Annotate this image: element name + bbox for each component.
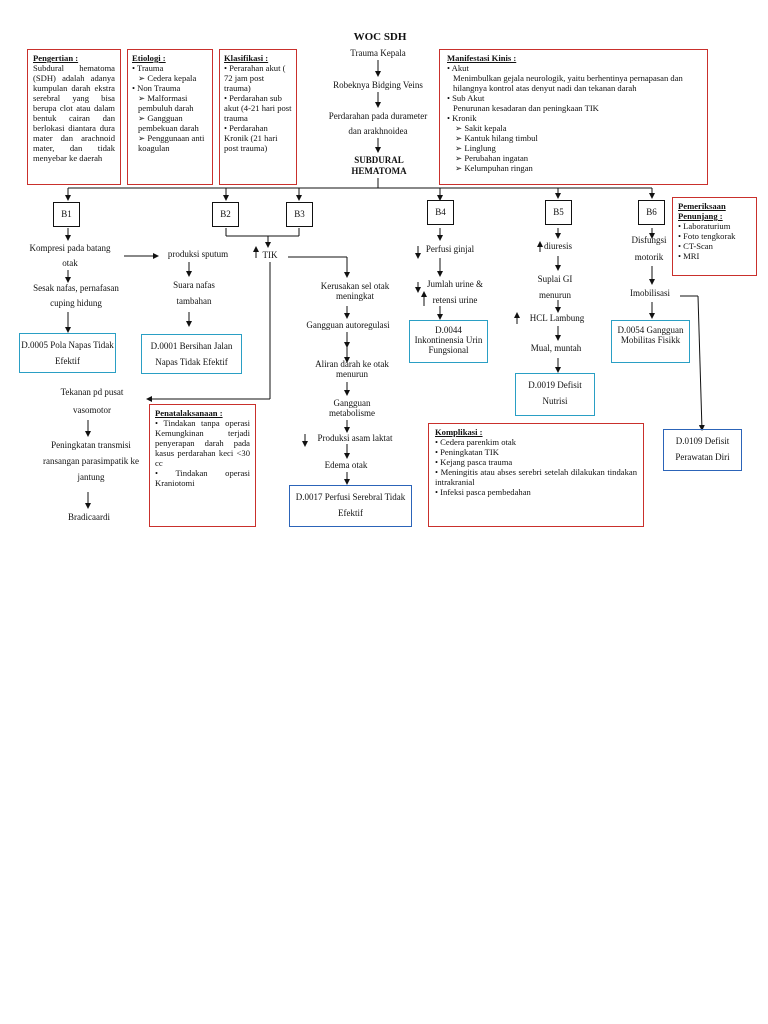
etiologi-item: ➢ Gangguan pembekuan darah	[138, 113, 199, 133]
manifestasi-item: • Sub Akut	[447, 93, 485, 103]
bradicaardi: Bradicaardi	[68, 512, 110, 522]
pemeriksaan-item: • Foto tengkorak	[678, 231, 736, 241]
dx-d0044-inkontinensia-urin: D.0044 Inkontinensia Urin Fungsional	[409, 320, 488, 363]
b4-perfusi-ginjal: Perfusi ginjal	[425, 244, 475, 254]
etiologi-item: ➢ Cedera kepala	[138, 73, 197, 83]
b3-edema-otak: Edema otak	[324, 460, 368, 470]
dx-d0001-bersihan-jalan-napas: D.0001 Bersihan Jalan Napas Tidak Efekti…	[141, 334, 242, 374]
penatalaksanaan-item: • Tindakan tanpa operasi Kemungkinan ter…	[155, 418, 250, 468]
komplikasi-item: • Meningitis atau abses serebri setelah …	[435, 467, 637, 487]
b6-disfungsi-motorik: Disfungsi motorik	[631, 235, 667, 262]
penatalaksanaan-header: Penatalaksanaan :	[155, 408, 223, 418]
etiologi-item: • Trauma	[132, 63, 164, 73]
etiologi-item: ➢ Penggunaan anti koagulan	[138, 133, 205, 153]
manifestasi-box: Manifestasi Kinis : • Akut Menimbulkan g…	[439, 49, 708, 185]
b6-box: B6	[638, 200, 665, 225]
b1-kompresi: Kompresi pada batang otak	[29, 243, 111, 268]
b3-gangguan-autoregulasi: Gangguan autoregulasi	[306, 320, 390, 330]
komplikasi-item: • Peningkatan TIK	[435, 447, 499, 457]
klasifikasi-item: • Perdarahan Kronik (21 hari post trauma…	[224, 123, 278, 153]
klasifikasi-box: Klasifikasi : • Perarahan akut ( 72 jam …	[219, 49, 297, 185]
klasifikasi-item: • Perarahan akut ( 72 jam post trauma)	[224, 63, 286, 93]
penatalaksanaan-item: • Tindakan operasi Kraniotomi	[155, 468, 250, 488]
b1-sesak-nafas: Sesak nafas, pernafasan cuping hidung	[33, 283, 119, 308]
manifestasi-item: • Kronik	[447, 113, 477, 123]
pemeriksaan-header: Pemeriksaan Penunjang :	[678, 201, 726, 221]
flow-trauma-kepala: Trauma Kepala	[350, 48, 406, 58]
b3-produksi-asam-laktat: Produksi asam laktat	[317, 433, 393, 443]
b2-box: B2	[212, 202, 239, 227]
dx-d0017-perfusi-serebral: D.0017 Perfusi Serebral Tidak Efektif	[289, 485, 412, 527]
tekanan-pusat-vasomotor: Tekanan pd pusat vasomotor	[60, 387, 124, 415]
etiologi-item: ➢ Malformasi pembuluh darah	[138, 93, 194, 113]
dx-d0005-pola-napas: D.0005 Pola Napas Tidak Efektif	[19, 333, 116, 373]
komplikasi-item: • Infeksi pasca pembedahan	[435, 487, 531, 497]
flow-arakhnoidea: dan arakhnoidea	[348, 126, 408, 136]
dx-d0109-defisit-perawatan-diri: D.0109 Defisit Perawatan Diri	[663, 429, 742, 471]
tik-node: TIK	[262, 250, 278, 260]
pengertian-text: Subdural hematoma (SDH) adalah adanya ku…	[33, 63, 115, 163]
pengertian-header: Pengertian :	[33, 53, 79, 63]
pemeriksaan-item: • Laboraturium	[678, 221, 731, 231]
etiologi-box: Etiologi : • Trauma ➢ Cedera kepala • No…	[127, 49, 213, 185]
pengertian-box: Pengertian : Subdural hematoma (SDH) ada…	[27, 49, 121, 185]
b1-box: B1	[53, 202, 80, 227]
b6-imobilisasi: Imobilisasi	[630, 288, 670, 298]
manifestasi-item: Menimbulkan gejala neurologik, yaitu ber…	[453, 73, 683, 93]
klasifikasi-item: • Perdarahan sub akut (4-21 hari post tr…	[224, 93, 292, 123]
pemeriksaan-item: • MRI	[678, 251, 700, 261]
b3-box: B3	[286, 202, 313, 227]
dx-d0019-defisit-nutrisi: D.0019 Defisit Nutrisi	[515, 373, 595, 416]
flow-robeknya-veins: Robeknya Bidging Veins	[333, 80, 423, 90]
pemeriksaan-box: Pemeriksaan Penunjang : • Laboraturium •…	[672, 197, 757, 276]
b4-box: B4	[427, 200, 454, 225]
b3-aliran-darah: Aliran darah ke otak menurun	[315, 359, 389, 379]
komplikasi-item: • Cedera parenkim otak	[435, 437, 517, 447]
subdural-hematoma-node: SUBDURAL HEMATOMA	[351, 155, 407, 176]
dx-d0054-gangguan-mobilitas: D.0054 Gangguan Mobilitas Fisikk	[611, 320, 690, 363]
manifestasi-item: ➢ Linglung	[455, 143, 496, 153]
b5-suplai-gi: Suplai GI menurun	[537, 274, 573, 300]
pemeriksaan-item: • CT-Scan	[678, 241, 713, 251]
manifestasi-item: ➢ Kantuk hilang timbul	[455, 133, 538, 143]
manifestasi-item: ➢ Sakit kepala	[455, 123, 507, 133]
b5-hcl-lambung: HCL Lambung	[529, 313, 585, 323]
flow-perdarahan: Perdarahan pada durameter	[328, 111, 428, 121]
b5-diuresis: diuresis	[544, 241, 572, 251]
komplikasi-header: Komplikasi :	[435, 427, 483, 437]
b2-produksi-sputum: produksi sputum	[167, 249, 229, 259]
b2-suara-nafas: Suara nafas tambahan	[173, 280, 215, 306]
peningkatan-transmisi: Peningkatan transmisi ransangan parasimp…	[43, 440, 139, 482]
b3-kerusakan-sel: Kerusakan sel otak meningkat	[320, 281, 390, 301]
penatalaksanaan-box: Penatalaksanaan : • Tindakan tanpa opera…	[149, 404, 256, 527]
komplikasi-item: • Kejang pasca trauma	[435, 457, 513, 467]
etiologi-header: Etiologi :	[132, 53, 166, 63]
manifestasi-item: ➢ Perubahan ingatan	[455, 153, 529, 163]
manifestasi-header: Manifestasi Kinis :	[447, 53, 517, 63]
klasifikasi-header: Klasifikasi :	[224, 53, 269, 63]
b5-box: B5	[545, 200, 572, 225]
komplikasi-box: Komplikasi : • Cedera parenkim otak • Pe…	[428, 423, 644, 527]
etiologi-item: • Non Trauma	[132, 83, 181, 93]
diagram-title: WOC SDH	[353, 31, 407, 43]
b5-mual-muntah: Mual, muntah	[530, 343, 582, 353]
manifestasi-item: Penurunan kesadaran dan peningkaan TIK	[453, 103, 599, 113]
b4-jumlah-urine: Jumlah urine & retensi urine	[427, 279, 483, 305]
manifestasi-item: • Akut	[447, 63, 469, 73]
b3-gangguan-metabolisme: Gangguan metabolisme	[329, 398, 375, 418]
manifestasi-item: ➢ Kelumpuhan ringan	[455, 163, 533, 173]
